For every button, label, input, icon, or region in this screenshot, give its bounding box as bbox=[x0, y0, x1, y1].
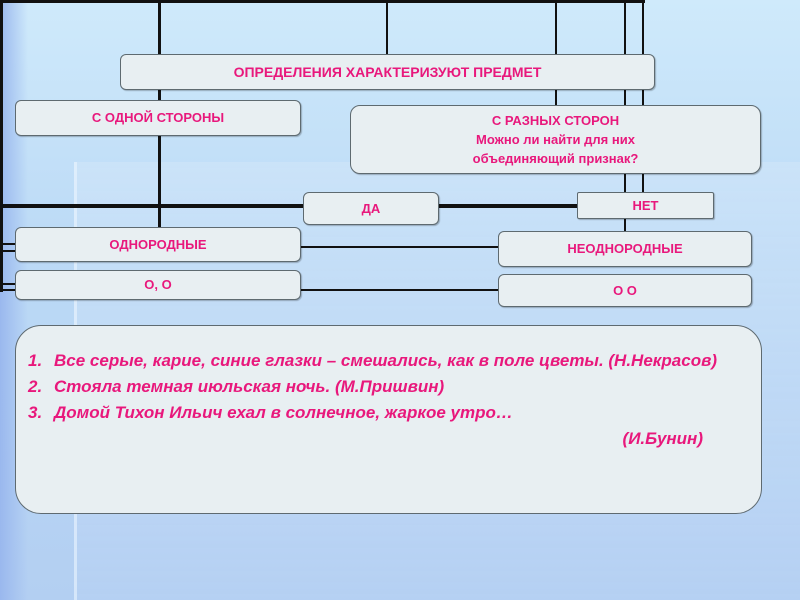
different-sides-heading: С РАЗНЫХ СТОРОН bbox=[491, 113, 620, 128]
homogeneous-scheme-box: О, О bbox=[15, 270, 301, 300]
homogeneous-text: ОДНОРОДНЫЕ bbox=[109, 236, 207, 252]
connector-line bbox=[386, 0, 388, 56]
connector-line bbox=[0, 204, 578, 208]
connector-line bbox=[0, 289, 16, 291]
heterogeneous-scheme-box: О О bbox=[498, 274, 752, 307]
heterogeneous-box: НЕОДНОРОДНЫЕ bbox=[498, 231, 752, 267]
no-box: НЕТ bbox=[577, 192, 714, 219]
example-number: 3. bbox=[28, 403, 43, 422]
connector-line bbox=[555, 0, 557, 106]
yes-box: ДА bbox=[303, 192, 439, 225]
heterogeneous-scheme-text: О О bbox=[613, 282, 637, 298]
question-line-2: объединяющий признак? bbox=[472, 151, 639, 166]
title-box: ОПРЕДЕЛЕНИЯ ХАРАКТЕРИЗУЮТ ПРЕДМЕТ bbox=[120, 54, 655, 90]
example-item: 3. Домой Тихон Ильич ехал в солнечное, жа… bbox=[28, 400, 761, 426]
background-strip bbox=[0, 0, 28, 600]
example-author: (И.Бунин) bbox=[622, 429, 703, 448]
no-text: НЕТ bbox=[632, 197, 659, 213]
connector-line bbox=[300, 289, 499, 291]
connector-line bbox=[642, 0, 644, 193]
one-side-box: С ОДНОЙ СТОРОНЫ bbox=[15, 100, 301, 136]
yes-text: ДА bbox=[361, 200, 381, 216]
connector-line bbox=[0, 0, 3, 292]
examples-box: 1. Все серые, карие, синие глазки – смеша… bbox=[15, 325, 762, 514]
question-line-1: Можно ли найти для них bbox=[476, 132, 635, 147]
connector-line bbox=[0, 243, 16, 245]
one-side-text: С ОДНОЙ СТОРОНЫ bbox=[91, 110, 225, 125]
connector-line bbox=[0, 283, 16, 285]
example-number: 1. bbox=[28, 351, 43, 370]
different-sides-box: С РАЗНЫХ СТОРОН Можно ли найти для них о… bbox=[350, 105, 761, 174]
example-text: Все серые, карие, синие глазки – смешали… bbox=[54, 351, 718, 370]
heterogeneous-text: НЕОДНОРОДНЫЕ bbox=[567, 241, 683, 256]
example-number: 2. bbox=[28, 377, 43, 396]
homogeneous-box: ОДНОРОДНЫЕ bbox=[15, 227, 301, 262]
connector-line bbox=[300, 246, 499, 248]
homogeneous-scheme-text: О, О bbox=[144, 277, 172, 292]
connector-line bbox=[0, 0, 645, 3]
example-text: Стояла темная июльская ночь. (М.Пришвин) bbox=[54, 377, 445, 396]
connector-line bbox=[0, 250, 16, 252]
example-item: 1. Все серые, карие, синие глазки – смеша… bbox=[28, 348, 761, 374]
example-text: Домой Тихон Ильич ехал в солнечное, жарк… bbox=[54, 403, 513, 422]
example-item: 2. Стояла темная июльская ночь. (М.Пришви… bbox=[28, 374, 761, 400]
title-text: ОПРЕДЕЛЕНИЯ ХАРАКТЕРИЗУЮТ ПРЕДМЕТ bbox=[233, 64, 542, 80]
